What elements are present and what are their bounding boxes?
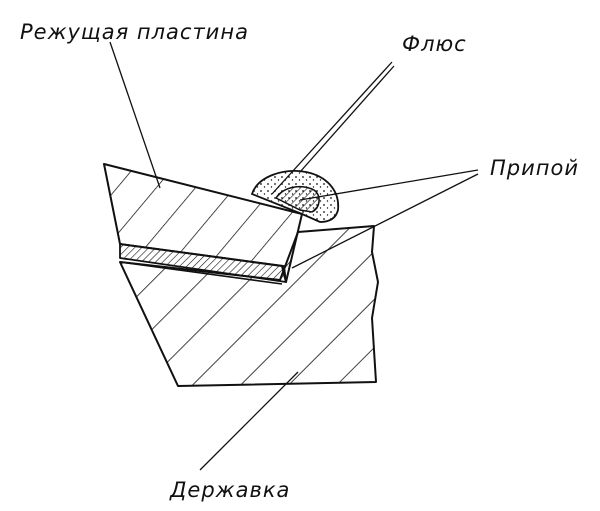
solder-layer — [119, 243, 287, 285]
leader-flux-2 — [299, 65, 395, 173]
solder-strip-edge — [119, 261, 283, 285]
flux-deposit — [250, 170, 339, 223]
leader-lines — [109, 41, 479, 471]
label-cutting-plate: Режущая пластина — [20, 20, 249, 44]
solder-fillet — [274, 185, 320, 213]
leader-holder — [199, 371, 299, 471]
solder-strip — [119, 243, 287, 283]
leader-solder-2 — [291, 173, 479, 269]
leader-solder-1 — [299, 169, 479, 201]
label-holder: Державка — [170, 478, 291, 502]
label-flux: Флюс — [402, 32, 467, 56]
label-solder: Припой — [490, 156, 579, 180]
leader-cutting-plate — [109, 41, 161, 189]
leader-flux-1 — [271, 61, 393, 195]
